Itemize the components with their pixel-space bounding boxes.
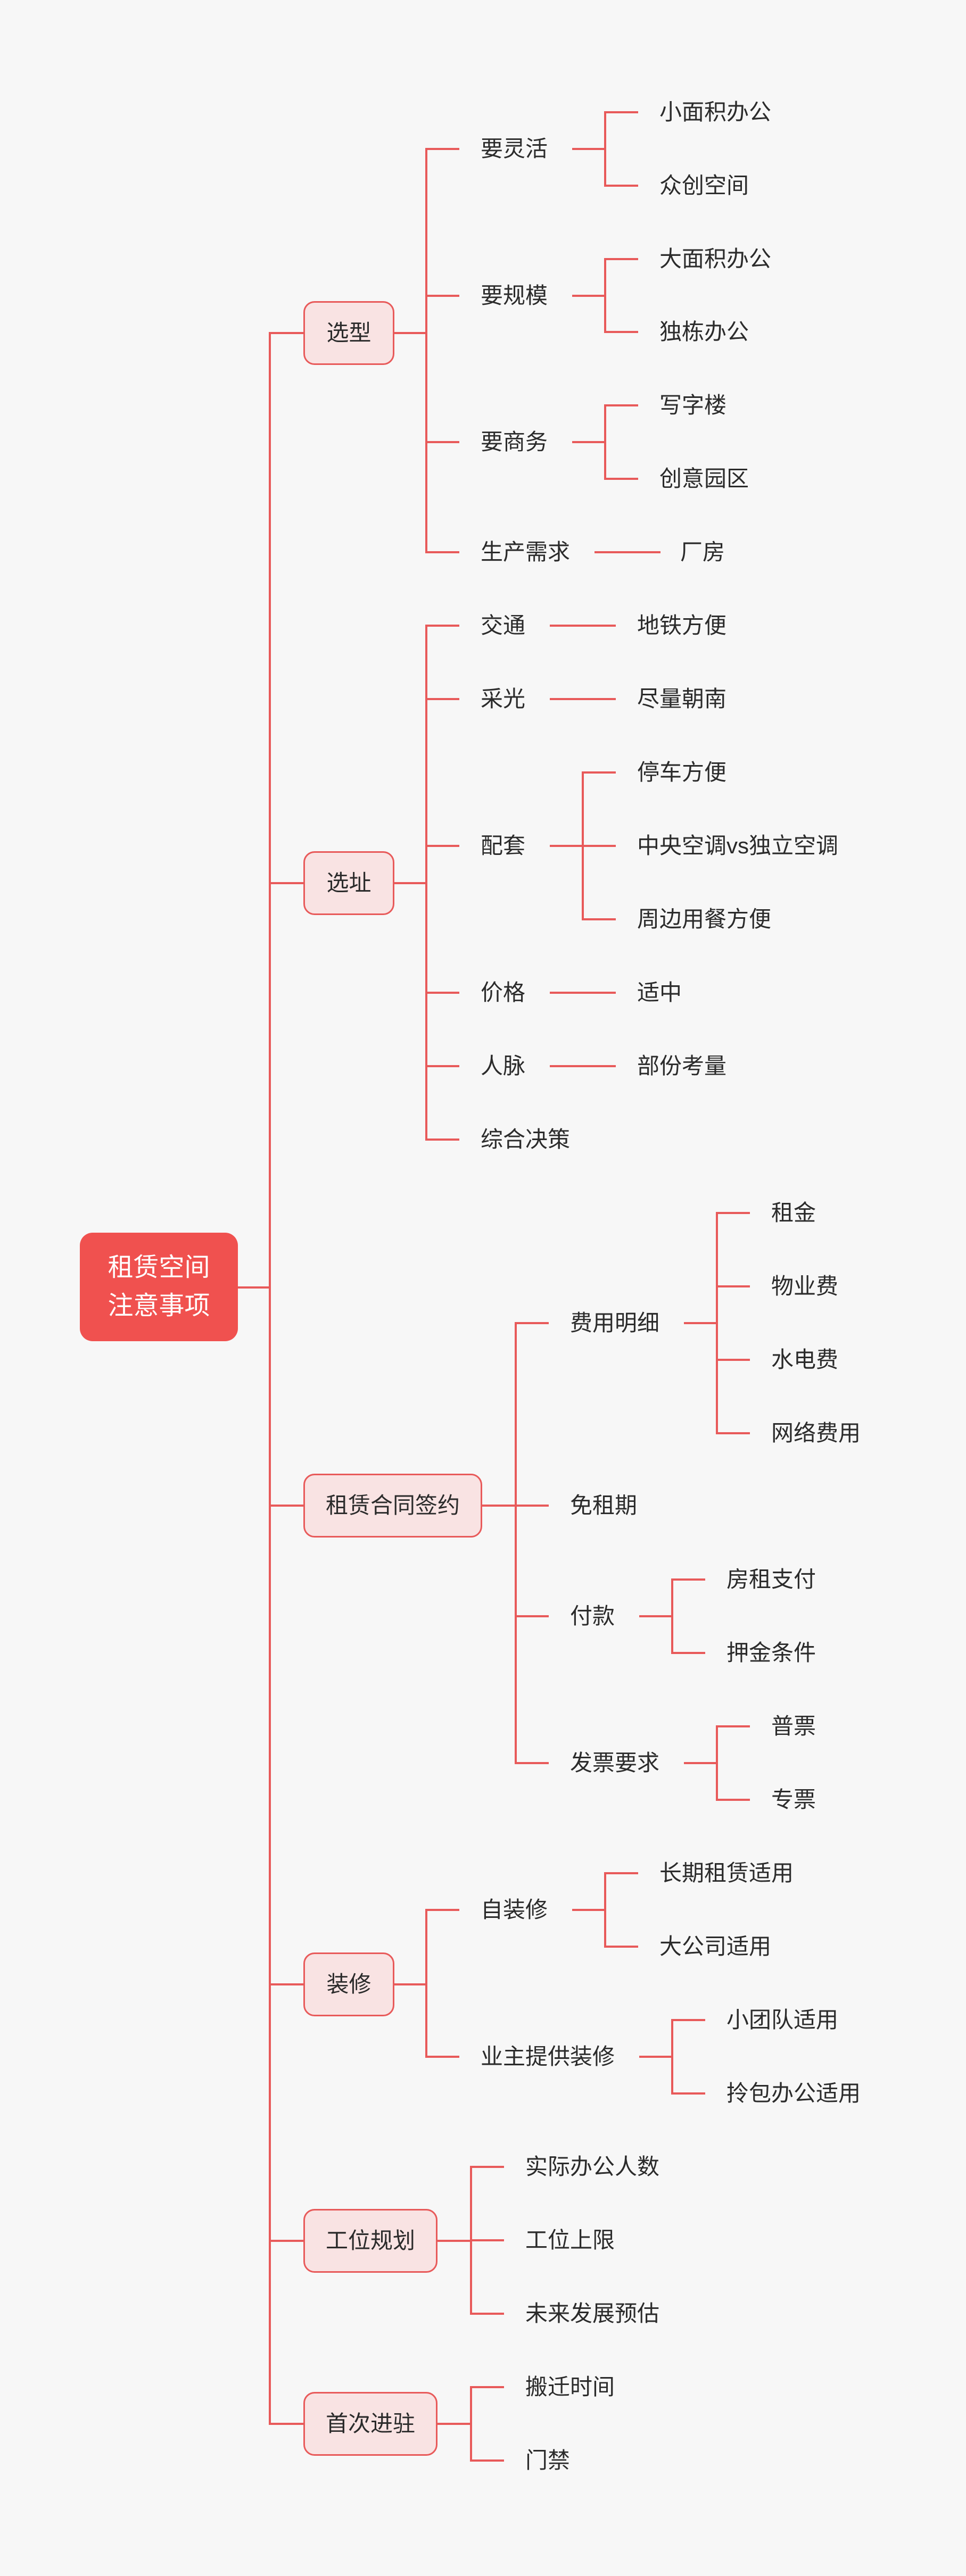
topic-seat-limit[interactable]: 工位上限 xyxy=(525,2228,615,2253)
topic-flexible[interactable]: 要灵活 xyxy=(481,136,548,161)
topic-business[interactable]: 要商务 xyxy=(481,429,548,454)
topic-coworking[interactable]: 众创空间 xyxy=(659,173,749,198)
topic-small-office[interactable]: 小面积办公 xyxy=(659,99,772,124)
topic-rent-free-period[interactable]: 免租期 xyxy=(570,1493,638,1518)
topic-payment[interactable]: 付款 xyxy=(570,1603,615,1628)
topic-property-fee[interactable]: 物业费 xyxy=(771,1274,839,1299)
topic-network[interactable]: 人脉 xyxy=(481,1053,526,1078)
topic-deposit[interactable]: 押金条件 xyxy=(726,1640,816,1665)
branch-workstation[interactable]: 工位规划 xyxy=(303,2209,437,2273)
root-topic[interactable]: 租赁空间 注意事项 xyxy=(80,1233,238,1341)
topic-actual-staff[interactable]: 实际办公人数 xyxy=(525,2154,660,2179)
topic-small-team[interactable]: 小团队适用 xyxy=(726,2007,839,2032)
topic-creative-park[interactable]: 创意园区 xyxy=(659,466,749,491)
topic-partial[interactable]: 部份考量 xyxy=(637,1053,727,1078)
branch-decoration[interactable]: 装修 xyxy=(303,1952,394,2016)
topic-production[interactable]: 生产需求 xyxy=(481,539,571,564)
topic-overall-decision[interactable]: 综合决策 xyxy=(481,1127,571,1152)
topic-south-facing[interactable]: 尽量朝南 xyxy=(637,686,727,711)
topic-factory[interactable]: 厂房 xyxy=(680,539,725,564)
root-topic-line-1: 租赁空间 xyxy=(108,1253,210,1282)
root-topic-line-2: 注意事项 xyxy=(108,1292,210,1320)
topic-network-fee[interactable]: 网络费用 xyxy=(771,1420,861,1445)
branch-contract[interactable]: 租赁合同签约 xyxy=(303,1474,482,1538)
topic-utilities[interactable]: 水电费 xyxy=(771,1347,839,1372)
topic-future-growth[interactable]: 未来发展预估 xyxy=(525,2301,660,2326)
topic-general-invoice[interactable]: 普票 xyxy=(771,1714,816,1739)
topic-transport[interactable]: 交通 xyxy=(481,613,526,638)
topic-ready-to-use[interactable]: 拎包办公适用 xyxy=(726,2081,861,2106)
topic-moving-time[interactable]: 搬迁时间 xyxy=(525,2374,615,2399)
topic-invoice[interactable]: 发票要求 xyxy=(570,1750,660,1775)
topic-large-office[interactable]: 大面积办公 xyxy=(659,246,772,271)
topic-parking[interactable]: 停车方便 xyxy=(637,760,727,785)
topic-price[interactable]: 价格 xyxy=(481,980,526,1005)
branch-xuanxing[interactable]: 选型 xyxy=(303,301,394,365)
branch-move-in[interactable]: 首次进驻 xyxy=(303,2392,437,2456)
topic-rent-payment[interactable]: 房租支付 xyxy=(726,1567,816,1592)
topic-special-invoice[interactable]: 专票 xyxy=(771,1787,816,1812)
topic-lighting[interactable]: 采光 xyxy=(481,686,526,711)
topic-standalone-building[interactable]: 独栋办公 xyxy=(659,319,749,344)
topic-landlord-decoration[interactable]: 业主提供装修 xyxy=(481,2044,615,2069)
topic-amenities[interactable]: 配套 xyxy=(481,833,526,858)
topic-scale[interactable]: 要规模 xyxy=(481,283,548,308)
topic-rent[interactable]: 租金 xyxy=(771,1200,816,1225)
topic-office-building[interactable]: 写字楼 xyxy=(659,393,727,418)
topic-large-company[interactable]: 大公司适用 xyxy=(659,1934,772,1959)
topic-metro[interactable]: 地铁方便 xyxy=(637,613,727,638)
topic-moderate[interactable]: 适中 xyxy=(637,980,682,1005)
topic-self-decoration[interactable]: 自装修 xyxy=(481,1897,548,1922)
topic-long-term[interactable]: 长期租赁适用 xyxy=(659,1860,794,1885)
branch-xuanzhi[interactable]: 选址 xyxy=(303,851,394,915)
topic-access-control[interactable]: 门禁 xyxy=(525,2448,571,2473)
topic-air-conditioning[interactable]: 中央空调vs独立空调 xyxy=(637,833,839,858)
topic-dining[interactable]: 周边用餐方便 xyxy=(637,907,772,932)
topic-cost-details[interactable]: 费用明细 xyxy=(570,1310,660,1335)
